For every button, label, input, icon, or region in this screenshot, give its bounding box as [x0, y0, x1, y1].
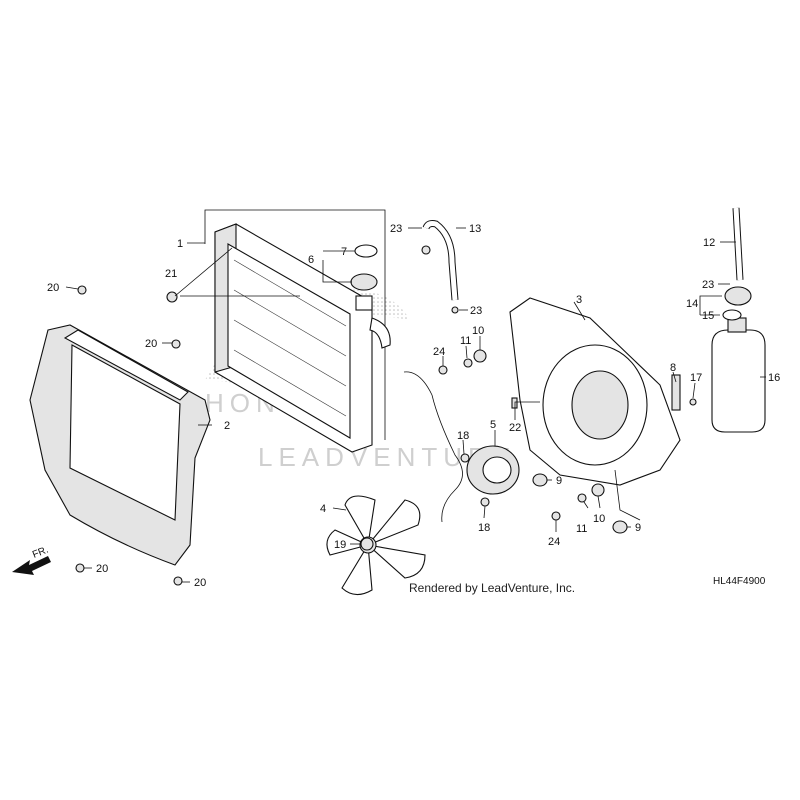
radiator-shroud [29, 324, 211, 566]
callout-23c: 23 [702, 279, 714, 291]
callout-numbers: 1 2 3 4 5 6 7 8 9 9 10 10 11 11 12 13 14… [47, 223, 780, 589]
callout-9a: 9 [556, 475, 562, 487]
credit-text: Rendered by LeadVenture, Inc. [409, 581, 575, 595]
front-arrow-icon [12, 556, 51, 575]
callout-11a: 11 [460, 335, 471, 347]
callout-10a: 10 [472, 325, 484, 337]
callout-21: 21 [165, 268, 177, 280]
callout-19: 19 [334, 539, 346, 551]
callout-20c: 20 [96, 563, 108, 575]
callout-8: 8 [670, 362, 676, 374]
callout-22: 22 [509, 422, 521, 434]
callout-3: 3 [576, 294, 582, 306]
callout-14: 14 [686, 298, 698, 310]
callout-24a: 24 [433, 346, 445, 358]
callout-20b: 20 [145, 338, 157, 350]
callout-9b: 9 [635, 522, 641, 534]
callout-13: 13 [469, 223, 481, 235]
callout-23a: 23 [390, 223, 402, 235]
callout-7: 7 [341, 246, 347, 258]
callout-16: 16 [768, 372, 780, 384]
cap-seal [354, 244, 378, 258]
callout-11b: 11 [576, 523, 587, 535]
fan-motor [466, 445, 520, 495]
front-direction-arrow: FR. [12, 545, 51, 575]
callout-5: 5 [490, 419, 496, 431]
callout-18b: 18 [478, 522, 490, 534]
radiator-cap [350, 273, 378, 291]
callout-2: 2 [224, 420, 230, 432]
callout-6: 6 [308, 254, 314, 266]
fan-shroud [509, 297, 681, 521]
leader-lines [65, 227, 766, 583]
reservoir-cap [724, 286, 752, 306]
fan-motor-wire [403, 371, 463, 523]
fan-blade [326, 495, 426, 596]
fasteners [75, 245, 697, 586]
radiator [214, 223, 391, 453]
callout-18a: 18 [457, 430, 469, 442]
callout-20d: 20 [194, 577, 206, 589]
stay [671, 374, 681, 411]
callout-24b: 24 [548, 536, 560, 548]
reservoir-tank [711, 317, 766, 433]
callout-23b: 23 [470, 305, 482, 317]
callout-12: 12 [703, 237, 715, 249]
callout-4: 4 [320, 503, 326, 515]
callout-15: 15 [702, 310, 714, 322]
reservoir-seal [722, 309, 742, 321]
callout-1: 1 [177, 238, 183, 250]
callout-17: 17 [690, 372, 702, 384]
radiator-group-bracket [187, 209, 386, 440]
callout-20a: 20 [47, 282, 59, 294]
diagram-code: HL44F4900 [713, 576, 766, 587]
callout-10b: 10 [593, 513, 605, 525]
